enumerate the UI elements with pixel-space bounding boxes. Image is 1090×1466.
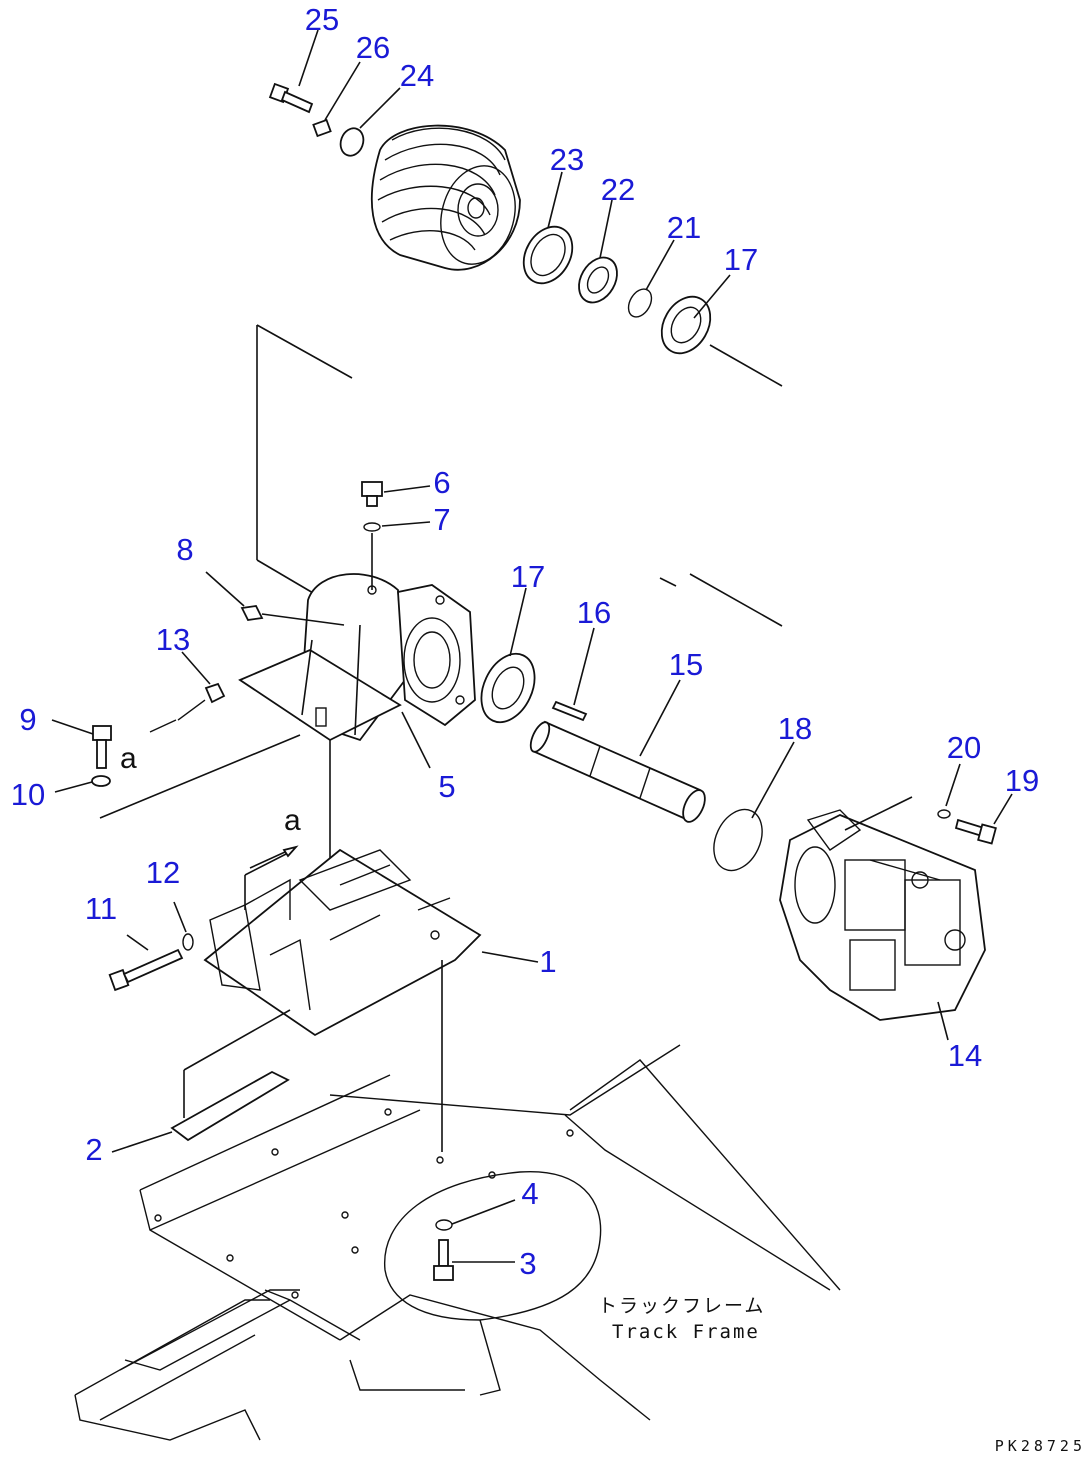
callout-2: 2 xyxy=(85,1132,102,1167)
callout-8: 8 xyxy=(176,532,193,567)
bolt-9 xyxy=(92,725,112,769)
callout-17a: 17 xyxy=(511,559,545,594)
callout-12: 12 xyxy=(146,855,180,890)
callout-numbers: 1234567891011121314151617171819202122232… xyxy=(11,2,1039,1281)
plug-6 xyxy=(361,481,383,507)
o-ring-18 xyxy=(713,808,763,872)
o-ring-7 xyxy=(363,522,381,532)
reference-mark-a-left: a xyxy=(120,742,137,775)
callout-23: 23 xyxy=(550,142,584,177)
caption-english: Track Frame xyxy=(612,1321,760,1343)
callout-11: 11 xyxy=(85,891,117,926)
callout-1: 1 xyxy=(539,944,556,979)
washer-20 xyxy=(937,809,951,819)
bracket-1 xyxy=(203,848,482,1037)
callout-7: 7 xyxy=(433,502,450,537)
leader-lines xyxy=(51,29,1013,1263)
detail-balloon xyxy=(384,1171,602,1321)
bearing-22 xyxy=(578,256,618,304)
drawing-code: PK28725 xyxy=(995,1437,1086,1455)
callout-10: 10 xyxy=(11,777,45,812)
callout-17b: 17 xyxy=(724,242,758,277)
callout-24: 24 xyxy=(400,58,434,93)
callout-19: 19 xyxy=(1005,763,1039,798)
callout-20: 20 xyxy=(947,730,981,765)
lock-plate-26 xyxy=(312,118,332,138)
callout-18: 18 xyxy=(778,711,812,746)
callout-14: 14 xyxy=(948,1038,982,1073)
callout-6: 6 xyxy=(433,465,450,500)
callout-9: 9 xyxy=(19,702,36,737)
plate-2 xyxy=(170,1070,290,1142)
callout-25: 25 xyxy=(305,2,339,37)
nut-13 xyxy=(204,682,226,704)
bolt-19 xyxy=(954,818,997,845)
fitting-8 xyxy=(240,605,264,621)
callout-26: 26 xyxy=(356,30,390,65)
reference-mark-a-bracket: a xyxy=(284,804,301,837)
pump-14 xyxy=(779,809,986,1021)
bolt-3 xyxy=(433,1239,454,1281)
snap-ring-21 xyxy=(627,288,653,318)
callout-5: 5 xyxy=(438,769,455,804)
bolt-25 xyxy=(268,82,314,114)
coupling-17-lower xyxy=(480,652,536,724)
callout-22: 22 xyxy=(601,172,635,207)
key-16 xyxy=(551,700,588,722)
washer-10 xyxy=(91,775,111,787)
callout-15: 15 xyxy=(669,647,703,682)
callout-3: 3 xyxy=(519,1246,536,1281)
washer-24 xyxy=(339,127,365,157)
callout-21: 21 xyxy=(667,210,701,245)
callout-16: 16 xyxy=(577,595,611,630)
washer-12 xyxy=(182,933,194,951)
shaft-15 xyxy=(529,720,706,823)
caption-japanese: トラックフレーム xyxy=(598,1295,765,1317)
bolt-11 xyxy=(108,948,184,992)
seal-23 xyxy=(522,225,574,285)
callout-13: 13 xyxy=(156,622,190,657)
housing-5 xyxy=(238,573,476,742)
pulley xyxy=(370,124,521,271)
track-frame xyxy=(74,1044,841,1441)
washer-4 xyxy=(435,1219,453,1231)
callout-4: 4 xyxy=(521,1176,538,1211)
